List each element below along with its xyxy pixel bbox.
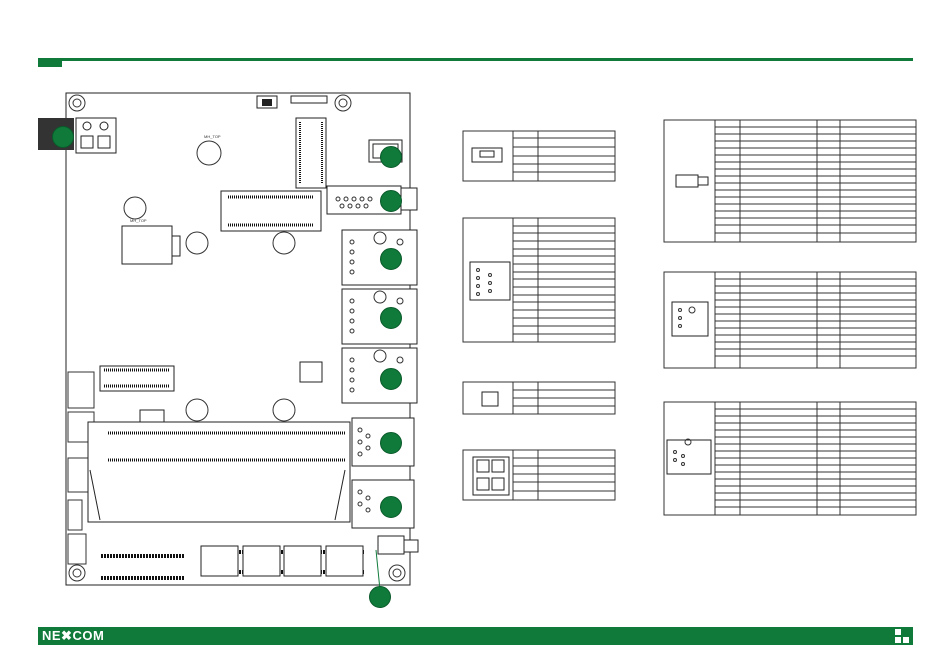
footer-mark-icon	[895, 629, 909, 643]
table-7	[664, 402, 916, 515]
table-3	[463, 382, 615, 414]
table-6	[664, 272, 916, 368]
table-2	[463, 218, 615, 342]
nexcom-logo: NE✖COM	[42, 628, 104, 644]
table-1	[463, 131, 615, 181]
table-5	[664, 120, 916, 242]
table-4	[463, 450, 615, 500]
footer-bar: NE✖COM	[38, 627, 913, 645]
